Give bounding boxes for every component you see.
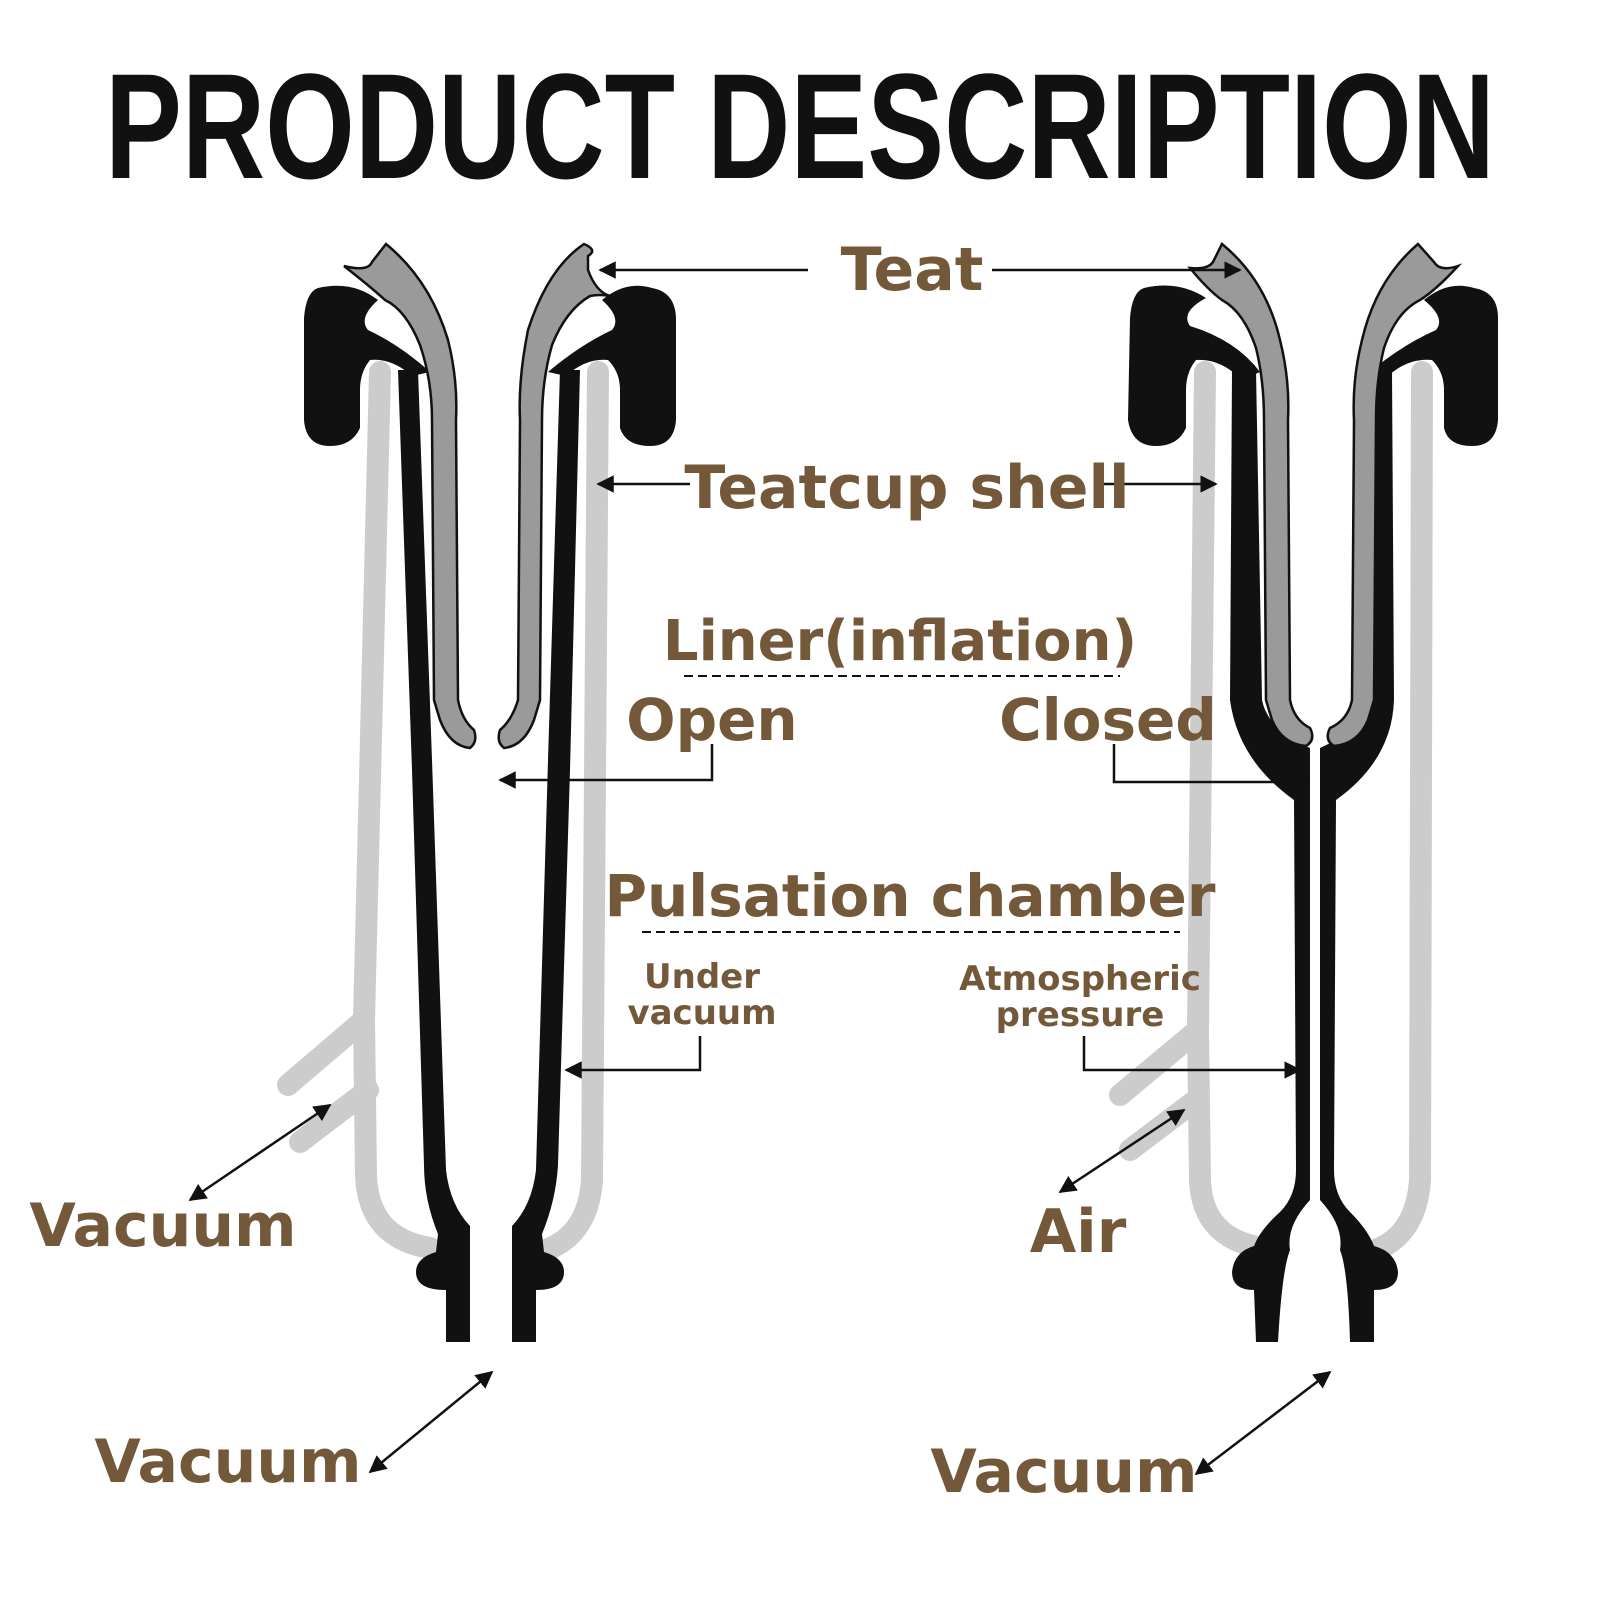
air-arrow bbox=[1058, 1108, 1186, 1194]
label-atmospheric-2: pressure bbox=[996, 995, 1165, 1035]
open-leader bbox=[498, 744, 714, 789]
leader-lines bbox=[188, 261, 1332, 1476]
teat-right bbox=[1187, 242, 1314, 748]
label-liner: Liner(inflation) bbox=[663, 609, 1137, 674]
label-teatcup-shell: Teatcup shell bbox=[684, 453, 1129, 523]
teatcup-closed bbox=[1109, 242, 1498, 1342]
label-vacuum-side-left: Vacuum bbox=[29, 1191, 296, 1261]
label-vacuum-bottom-right: Vacuum bbox=[930, 1437, 1197, 1507]
shell-rim-right-outer bbox=[1128, 285, 1260, 446]
liner-wall-right-outer bbox=[1230, 370, 1310, 1342]
label-air: Air bbox=[1030, 1197, 1127, 1267]
shell-rim-left-inner bbox=[548, 285, 676, 446]
shell-rim-left-outer bbox=[304, 285, 430, 446]
liner-wall-right-inner bbox=[1320, 370, 1398, 1342]
vacuum-side-arrow bbox=[188, 1103, 332, 1202]
teatcup-open bbox=[277, 242, 676, 1342]
label-open: Open bbox=[626, 686, 797, 754]
page-title: PRODUCT DESCRIPTION bbox=[105, 42, 1495, 210]
under-vacuum-leader bbox=[564, 1036, 702, 1079]
closed-leader bbox=[1112, 744, 1310, 791]
labels: Teat Teatcup shell Liner(inflation) Open… bbox=[29, 235, 1216, 1507]
teat-left-2 bbox=[497, 242, 611, 750]
label-teat: Teat bbox=[841, 235, 984, 305]
liner-wall-left-inner bbox=[512, 370, 580, 1342]
label-under-vacuum-2: vacuum bbox=[627, 993, 776, 1033]
liner-wall-left-outer bbox=[398, 370, 470, 1342]
label-pulsation-chamber: Pulsation chamber bbox=[605, 862, 1216, 930]
teat-left bbox=[343, 242, 477, 750]
label-atmospheric-1: Atmospheric bbox=[959, 959, 1201, 999]
label-under-vacuum-1: Under bbox=[644, 957, 760, 997]
teat-right-2 bbox=[1326, 242, 1463, 748]
shell-rim-right-inner bbox=[1370, 285, 1498, 446]
label-vacuum-bottom-left: Vacuum bbox=[94, 1427, 361, 1497]
vacuum-bottom-right-arrow bbox=[1194, 1370, 1332, 1476]
vacuum-bottom-left-arrow bbox=[368, 1370, 494, 1474]
atmospheric-leader bbox=[1082, 1036, 1302, 1079]
label-closed: Closed bbox=[999, 686, 1217, 754]
